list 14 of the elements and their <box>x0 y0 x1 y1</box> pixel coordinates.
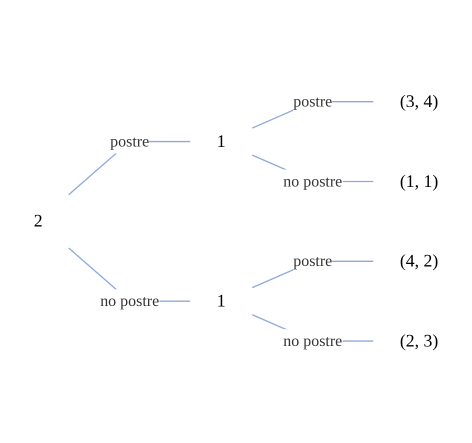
edge-label: postre <box>293 252 332 270</box>
node-text: (3, 4) <box>400 92 438 112</box>
node-text: (2, 3) <box>400 331 438 351</box>
node-text: 1 <box>216 132 226 152</box>
edge-label: no postre <box>100 292 160 310</box>
game-tree-drawing: postre no postre postre no postre postre no postre 2 1 1 (3, 4) (1, 1) (4, 2) (2, 3) <box>0 68 472 375</box>
edge-label: no postre <box>283 332 342 350</box>
node-text: 2 <box>34 212 43 232</box>
node-text: 1 <box>216 292 226 312</box>
edge-label: postre <box>293 92 332 110</box>
node-text: (1, 1) <box>400 172 438 192</box>
edge-label: no postre <box>283 172 342 190</box>
edge-label: postre <box>110 132 150 150</box>
node-text: (4, 2) <box>400 252 438 272</box>
